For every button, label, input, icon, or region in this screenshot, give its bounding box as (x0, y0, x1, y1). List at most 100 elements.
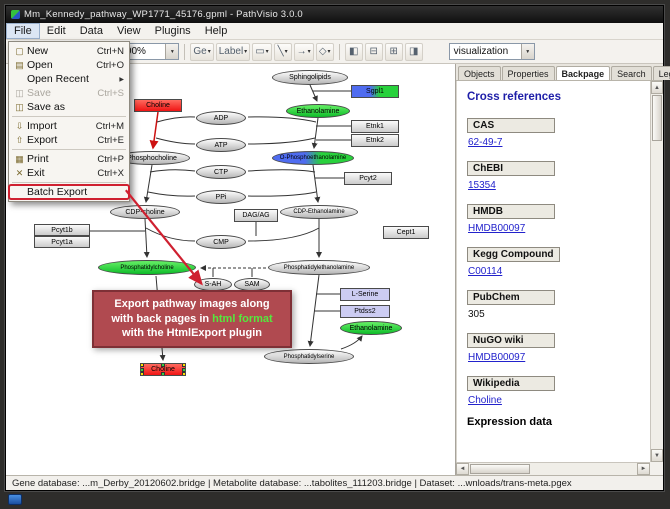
pathway-edge[interactable] (247, 169, 316, 173)
pathway-node-cdp-ethanolamine[interactable]: CDP-Ethanolamine (280, 205, 358, 219)
pathway-edge[interactable] (147, 191, 196, 197)
pathway-node-ctp[interactable]: CTP (196, 165, 246, 179)
xref-id-link[interactable]: C00114 (468, 266, 503, 277)
pathway-edge[interactable] (247, 116, 317, 123)
selection-handle[interactable] (161, 372, 165, 375)
pathway-edge[interactable] (247, 191, 317, 197)
horizontal-scrollbar-thumb[interactable] (470, 464, 530, 474)
selection-handle[interactable] (161, 364, 165, 367)
pathway-edge[interactable] (155, 137, 196, 145)
selection-handle[interactable] (182, 372, 185, 375)
stack-vertical-icon[interactable]: ⊞ (384, 42, 403, 61)
pathway-edge[interactable] (309, 84, 318, 102)
pathway-node-atp[interactable]: ATP (196, 138, 246, 152)
menu-file[interactable]: File (6, 23, 40, 39)
pathway-node-phosphatidylethanolamine[interactable]: Phosphatidylethanolamine (268, 260, 370, 275)
vertical-scrollbar[interactable]: ▲ ▼ (650, 81, 663, 462)
xref-id-link[interactable]: 15354 (468, 180, 496, 191)
gene-product-tool-icon[interactable]: Ge▾ (190, 42, 214, 61)
selection-handle[interactable] (141, 372, 144, 375)
pathway-node-ethanolamine[interactable]: Ethanolamine (286, 104, 350, 118)
taskbar-icon[interactable] (8, 494, 22, 505)
pathway-node-pcyt1b[interactable]: Pcyt1b (34, 224, 90, 236)
pathway-node-pcyt1a[interactable]: Pcyt1a (34, 236, 90, 248)
file-menu-item-batch-export[interactable]: Batch Export (8, 184, 130, 200)
pathway-edge[interactable] (145, 227, 196, 242)
xref-id-link[interactable]: HMDB00097 (468, 223, 526, 234)
line-tool-icon[interactable]: ╲▾ (273, 42, 292, 61)
pathway-node-choline[interactable]: Choline (134, 99, 182, 112)
pathway-edge[interactable] (247, 137, 316, 145)
visualization-select[interactable]: visualization▼ (448, 43, 535, 60)
pathway-edge[interactable] (156, 116, 196, 123)
selection-handle[interactable] (182, 364, 185, 367)
selection-handle[interactable] (141, 367, 144, 372)
pathway-node-o-phosphoethanolamine[interactable]: O-Phosphoethanolamine (272, 151, 354, 165)
pathway-node-etnk2[interactable]: Etnk2 (351, 134, 399, 147)
align-center-icon[interactable]: ⊟ (364, 42, 383, 61)
pathway-edge[interactable] (247, 227, 320, 242)
stack-horizontal-icon[interactable]: ◨ (404, 42, 423, 61)
tab-backpage[interactable]: Backpage (555, 66, 611, 80)
pathway-node-cept1[interactable]: Cept1 (383, 226, 429, 239)
scrollbar-track[interactable] (531, 463, 637, 475)
pathway-node-sgpl1[interactable]: Sgpl1 (351, 85, 399, 98)
pathway-edge[interactable] (149, 169, 196, 173)
menu-view[interactable]: View (116, 25, 141, 37)
file-menu-item-save-as[interactable]: ◫Save as (9, 100, 129, 114)
dropdown-arrow-icon[interactable]: ▼ (165, 44, 179, 59)
shape-tool-icon[interactable]: ▭▾ (252, 42, 272, 61)
pathway-node-cdp-choline[interactable]: CDP-choline (110, 205, 180, 219)
tab-objects[interactable]: Objects (458, 66, 501, 80)
label-tool-icon[interactable]: Label▾ (215, 42, 251, 61)
pathway-node-pcyt2[interactable]: Pcyt2 (344, 172, 392, 185)
tab-properties[interactable]: Properties (501, 66, 555, 80)
scrollbar-track[interactable] (651, 142, 663, 449)
horizontal-scrollbar[interactable]: ◄ ► (456, 462, 650, 475)
pathway-node-l-serine[interactable]: L-Serine (340, 288, 390, 301)
scroll-down-icon[interactable]: ▼ (651, 449, 663, 462)
pathway-node-etnk1[interactable]: Etnk1 (351, 120, 399, 133)
pathway-node-cmp[interactable]: CMP (196, 235, 246, 249)
scroll-left-icon[interactable]: ◄ (456, 463, 469, 475)
menu-plugins[interactable]: Plugins (154, 25, 191, 37)
pathway-node-ppi[interactable]: PPi (196, 190, 246, 204)
tab-search[interactable]: Search (611, 66, 652, 80)
pathway-node-sphingolipids[interactable]: Sphingolipids (272, 70, 348, 85)
xref-id-link[interactable]: Choline (468, 395, 502, 406)
pathway-edge[interactable] (311, 117, 319, 149)
pathway-node-phosphatidylcholine[interactable]: Phosphatidylcholine (98, 260, 196, 275)
title-bar[interactable]: Mm_Kennedy_pathway_WP1771_45176.gpml - P… (6, 6, 663, 23)
pathway-edge[interactable] (149, 111, 159, 150)
pathway-node-dag-ag[interactable]: DAG/AG (234, 209, 278, 222)
menu-help[interactable]: Help (204, 25, 228, 37)
file-menu-item-open-recent[interactable]: Open Recent▶ (9, 72, 129, 86)
pathway-node-choline[interactable]: Choline (140, 363, 186, 376)
dropdown-arrow-icon[interactable]: ▼ (520, 44, 534, 59)
pathway-node-adp[interactable]: ADP (196, 111, 246, 125)
pathway-edge[interactable] (340, 335, 363, 350)
selection-handle[interactable] (141, 364, 144, 367)
pathway-node-ethanolamine[interactable]: Ethanolamine (340, 321, 402, 335)
arrow-tool-icon[interactable]: →▾ (293, 42, 314, 61)
align-left-icon[interactable]: ◧ (344, 42, 363, 61)
pathway-node-ptdss2[interactable]: Ptdss2 (340, 305, 390, 318)
tab-legend[interactable]: Legend (652, 66, 670, 80)
zoom-select[interactable]: 100%▼ (115, 43, 180, 60)
scroll-right-icon[interactable]: ► (637, 463, 650, 475)
selection-handle[interactable] (182, 367, 185, 372)
vertical-scrollbar-thumb[interactable] (652, 95, 662, 141)
menu-data[interactable]: Data (79, 25, 103, 37)
template-tool-icon[interactable]: ◇▾ (315, 42, 334, 61)
pathway-edge[interactable] (312, 164, 321, 203)
pathway-node-phosphatidylserine[interactable]: Phosphatidylserine (264, 349, 354, 364)
xref-id-link[interactable]: 62-49-7 (468, 137, 503, 148)
